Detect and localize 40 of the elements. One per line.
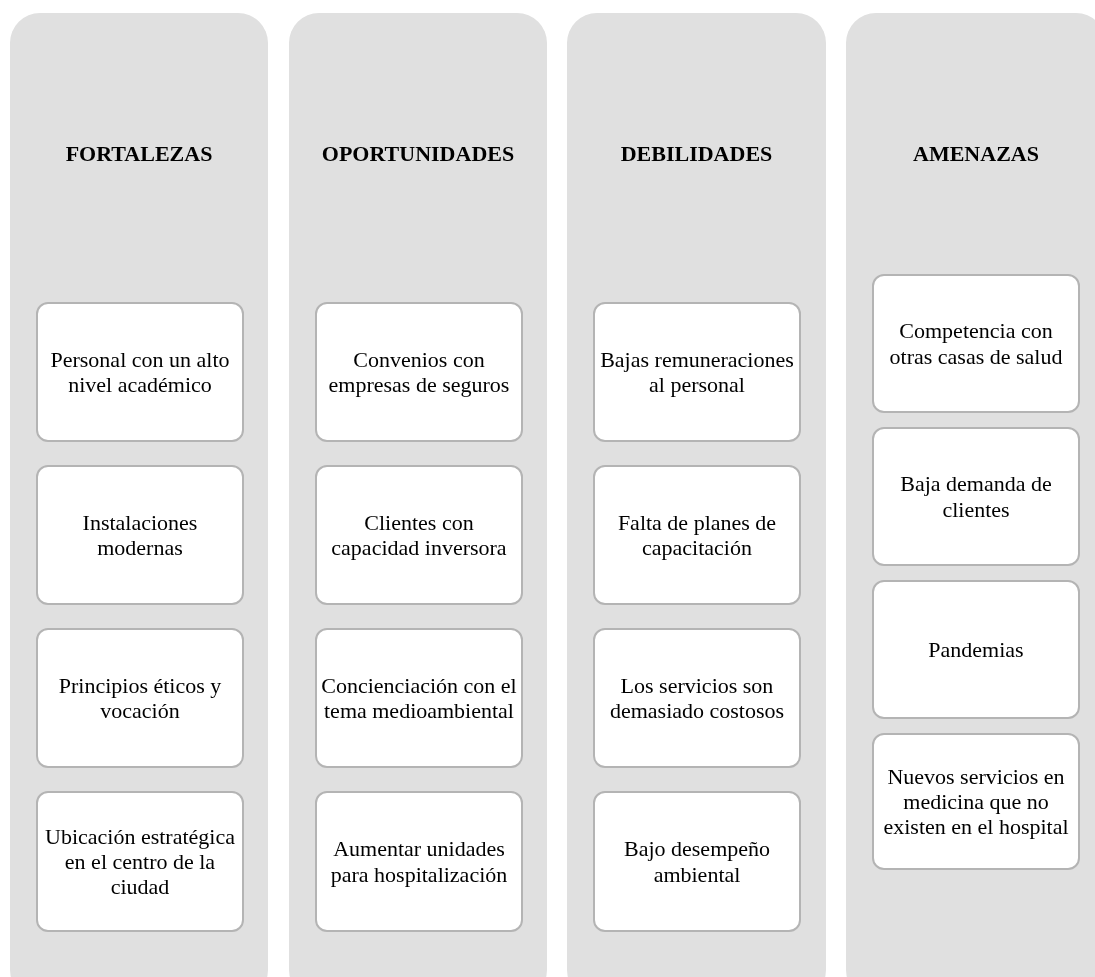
item-text: Competencia con otras casas de salud xyxy=(888,318,1064,369)
column-heading: FORTALEZAS xyxy=(64,141,214,167)
item-text: Bajo desempeño ambiental xyxy=(623,836,771,887)
item-card xyxy=(36,791,244,932)
column-panel xyxy=(289,13,547,977)
item-text: Los servicios son demasiado costosos xyxy=(608,672,786,724)
column-heading: DEBILIDADES xyxy=(619,141,774,167)
column-panel xyxy=(567,13,826,977)
item-card xyxy=(593,465,801,605)
item-card xyxy=(872,733,1080,870)
item-card xyxy=(315,302,523,442)
item-card xyxy=(315,791,523,932)
item-text: Clientes con capacidad inversora xyxy=(330,509,508,561)
item-card xyxy=(593,791,801,932)
item-card xyxy=(872,580,1080,719)
column-heading: AMENAZAS xyxy=(912,141,1040,167)
item-card xyxy=(872,274,1080,413)
item-text: Principios éticos y vocación xyxy=(57,672,223,724)
item-text: Pandemias xyxy=(927,636,1025,663)
item-text: Bajas remuneraciones al personal xyxy=(599,346,795,398)
item-card xyxy=(593,302,801,442)
column-panel xyxy=(846,13,1095,977)
item-card xyxy=(315,465,523,605)
item-text: Nuevos servicios en medicina que no existen en el hospital xyxy=(882,763,1070,840)
item-card xyxy=(36,628,244,768)
item-text: Personal con un alto nivel académico xyxy=(49,346,231,398)
item-card xyxy=(593,628,801,768)
item-card xyxy=(36,465,244,605)
item-card xyxy=(36,302,244,442)
item-text: Concienciación con el tema medioambiental xyxy=(320,672,518,724)
item-text: Ubicación estratégica en el centro de la ciudad xyxy=(44,823,236,900)
item-card xyxy=(315,628,523,768)
item-text: Aumentar unidades para hospitalización xyxy=(329,836,509,887)
item-card xyxy=(872,427,1080,566)
item-text: Instalaciones modernas xyxy=(81,509,199,561)
item-text: Baja demanda de clientes xyxy=(899,471,1053,522)
item-text: Convenios con empresas de seguros xyxy=(327,346,511,398)
column-panel xyxy=(10,13,268,977)
column-heading: OPORTUNIDADES xyxy=(320,141,516,167)
item-text: Falta de planes de capacitación xyxy=(616,509,778,561)
